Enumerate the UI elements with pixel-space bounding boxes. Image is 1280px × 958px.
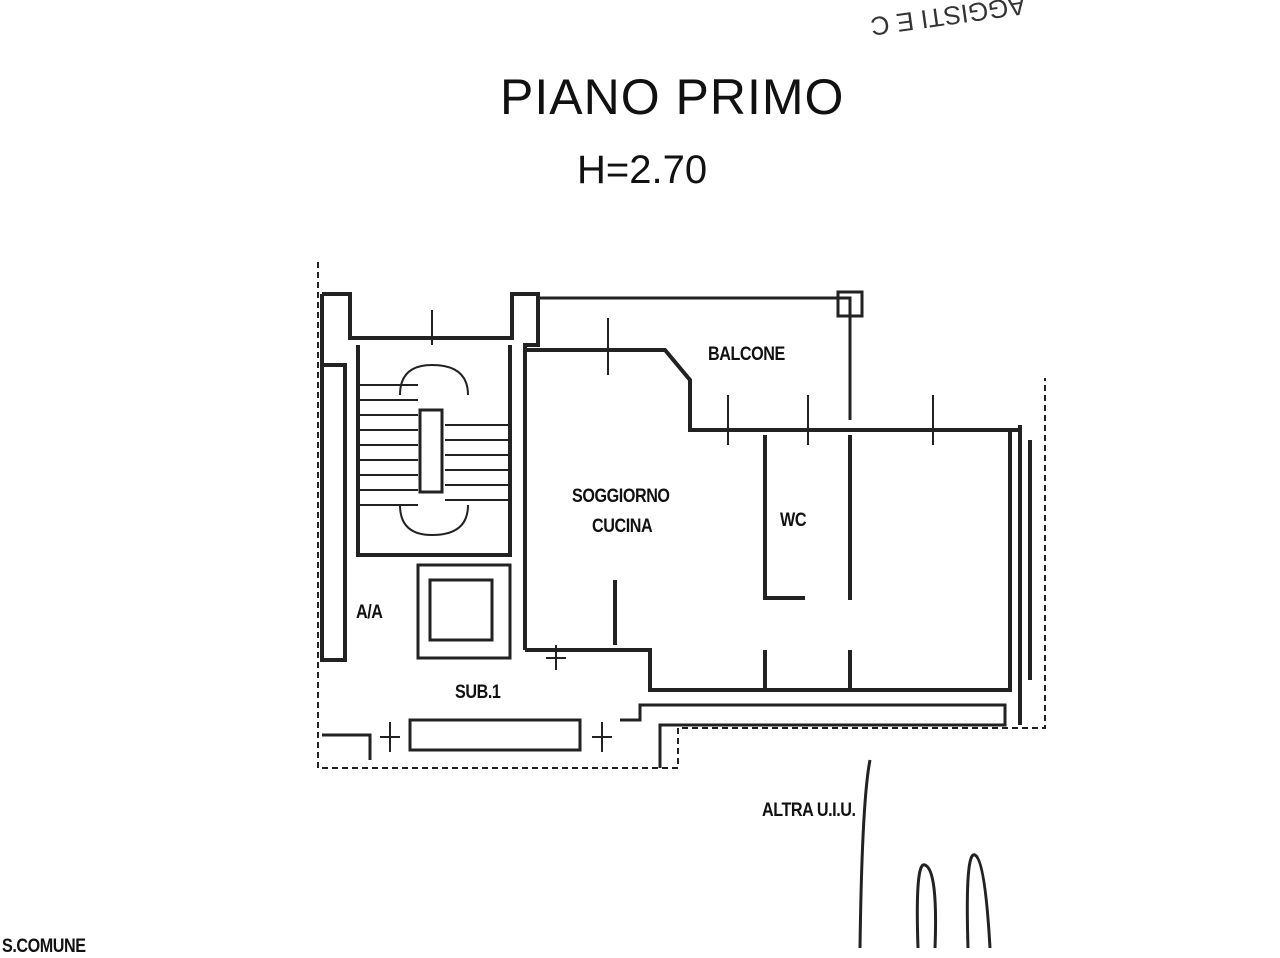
wall [525,348,1018,432]
label-altra-uiu: ALTRA U.I.U. [762,800,856,821]
stair-core [418,408,444,494]
room-label-soggiorno: SOGGIORNO [572,486,670,507]
boundary-dashed [317,262,1046,769]
wall [763,435,805,600]
signature [858,759,992,948]
ceiling-height: H=2.70 [577,148,708,192]
wall [1018,425,1032,725]
wall [322,703,1007,768]
wall [356,345,512,557]
plan-title: PIANO PRIMO [500,69,845,125]
room-label-wc: WC [780,510,807,531]
room-label-cucina: CUCINA [592,516,653,537]
room-label-balcone: BALCONE [708,344,785,365]
wall [763,435,852,690]
wall [322,292,540,650]
wall [525,430,1012,692]
room-label-aa: A/A [356,602,383,623]
room-label-sub: SUB.1 [455,682,501,703]
wall [320,294,347,662]
lift [416,563,512,660]
label-comune: S.COMUNE [2,936,86,957]
window-marks [380,310,934,752]
balcony-wall [538,296,852,420]
stair-steps [360,363,508,537]
